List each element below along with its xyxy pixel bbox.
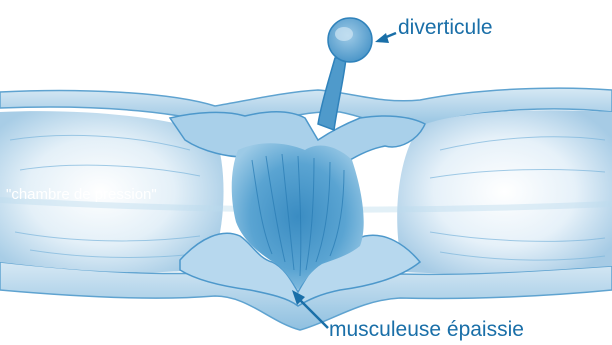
lumen-right [397,110,612,273]
arrow-to-diverticule [375,33,396,43]
diverticulum-highlight [335,27,353,41]
label-pressure-chamber: "chambre de pression" [6,186,157,203]
label-thickened-muscle: musculeuse épaissie [329,318,524,342]
diverticulum-sac [328,18,372,62]
label-diverticule: diverticule [398,16,493,40]
